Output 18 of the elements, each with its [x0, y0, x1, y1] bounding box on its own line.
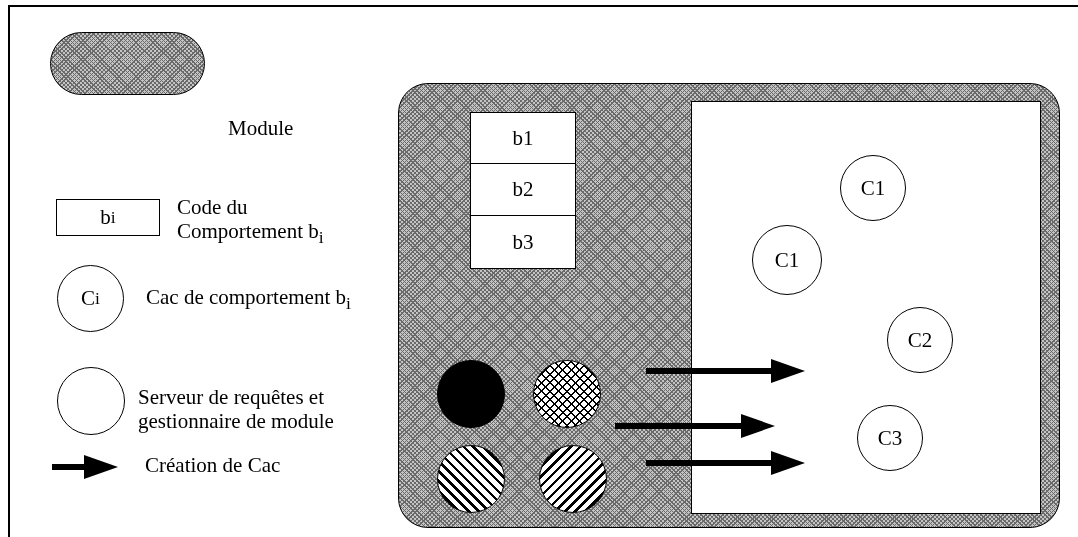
- cac-circle: C1: [840, 155, 906, 221]
- panel: [691, 101, 1041, 514]
- code-box: b3: [470, 215, 576, 269]
- legend-text: Création de Cac: [145, 453, 281, 477]
- legend-text: Code du Comportement b$_{i}$: [177, 195, 325, 250]
- module-box: [398, 83, 1060, 528]
- server-circle: [437, 360, 505, 428]
- code-box: b2: [470, 163, 576, 216]
- code-box: b1: [470, 112, 576, 164]
- server-circle: [437, 445, 505, 513]
- cac-circle: C1: [752, 225, 822, 295]
- server-circle: [533, 360, 601, 428]
- legend-text: Module: [228, 116, 295, 140]
- cac-circle: C3: [857, 405, 923, 471]
- cac-circle: C2: [887, 307, 953, 373]
- legend-text: Serveur de requêtes et gestionnaire de module: [138, 385, 335, 433]
- server-circle: [539, 445, 607, 513]
- legend-text: Cac de comportement b$_{i}$: [146, 285, 352, 316]
